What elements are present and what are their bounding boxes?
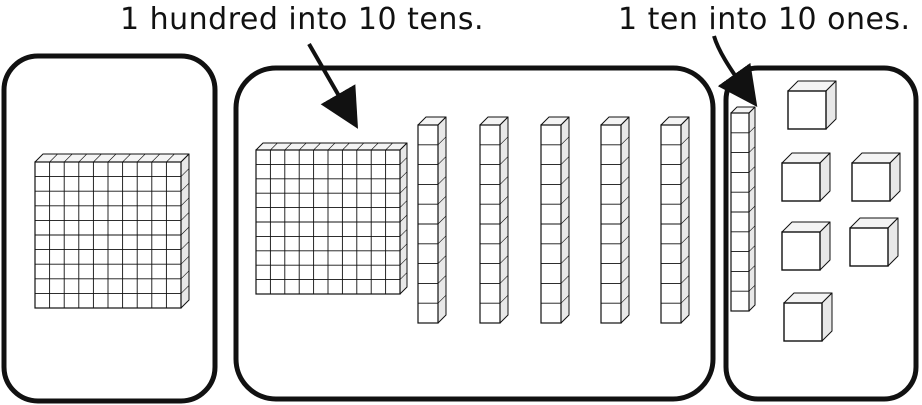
cube-front-face — [788, 91, 826, 129]
unit-cube-5 — [850, 218, 898, 266]
ten-rod-4 — [601, 117, 629, 323]
cube-front-face — [852, 163, 890, 201]
ten-rod-2 — [480, 117, 508, 323]
ten-rod-6 — [731, 107, 755, 311]
cube-front-face — [850, 228, 888, 266]
unit-cube-2 — [782, 153, 830, 201]
unit-cubes — [782, 81, 900, 341]
hundred-arrow — [309, 44, 350, 115]
ten-rod-3 — [541, 117, 569, 323]
unit-cube-4 — [782, 222, 830, 270]
cube-front-face — [784, 303, 822, 341]
cube-front-face — [782, 232, 820, 270]
hundred-flat-2 — [256, 143, 407, 294]
ten-rods — [418, 107, 755, 323]
ten-rod-5 — [661, 117, 689, 323]
unit-cube-6 — [784, 293, 832, 341]
unit-cube-3 — [852, 153, 900, 201]
cube-front-face — [782, 163, 820, 201]
hundred-flats — [35, 143, 407, 308]
ten-rod-1 — [418, 117, 446, 323]
unit-cube-1 — [788, 81, 836, 129]
hundred-flat-1 — [35, 154, 189, 308]
